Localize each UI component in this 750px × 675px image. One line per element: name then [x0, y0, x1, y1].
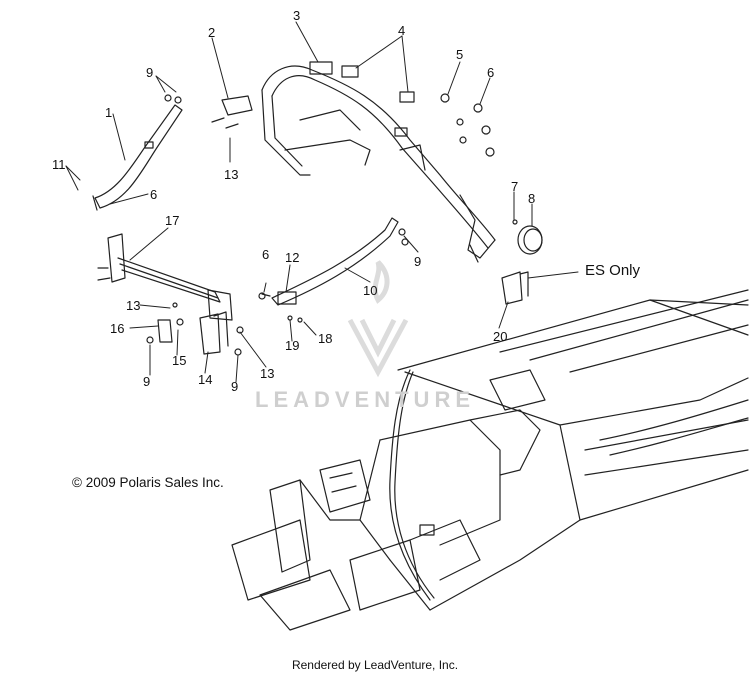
part-20-es-bracket: [501, 271, 529, 305]
callout-10: 10: [363, 283, 378, 298]
callout-9-right: 9: [414, 254, 422, 269]
callout-19: 19: [285, 338, 300, 353]
part-17-cross-bracket: [97, 233, 233, 321]
callout-17: 17: [165, 213, 180, 228]
callout-14: 14: [198, 372, 213, 387]
chassis-tunnel: [231, 289, 749, 631]
es-only-label: ES Only: [585, 262, 641, 279]
callout-8-label: 8: [528, 191, 536, 206]
leadventure-logo-watermark: [347, 260, 409, 378]
callout-13-right: 13: [260, 366, 275, 381]
parts-14-16-brackets: [146, 302, 244, 356]
callout-11: 11: [52, 157, 66, 172]
callout-6-top: 6: [487, 65, 495, 80]
part-8-cap: [512, 219, 543, 255]
callout-15: 15: [172, 353, 187, 368]
callout-1: 1: [105, 105, 113, 120]
callout-5: 5: [456, 47, 464, 62]
callout-4: 4: [398, 23, 406, 38]
leader-lines: [65, 21, 579, 383]
callout-20: 20: [493, 329, 508, 344]
callout-6-mid: 6: [262, 247, 270, 262]
part-3-upper-frame: [261, 61, 496, 263]
callout-18: 18: [318, 331, 333, 346]
callout-12: 12: [285, 250, 300, 265]
callout-9-bottom: 9: [231, 379, 239, 394]
rendered-by-footer: Rendered by LeadVenture, Inc.: [291, 658, 459, 672]
copyright-notice: © 2009 Polaris Sales Inc.: [72, 475, 224, 490]
hardware-5-6: [440, 93, 495, 157]
watermark-text: LEADVENTURE: [255, 387, 476, 412]
callout-9-top: 9: [146, 65, 154, 80]
part-4-pads: [341, 65, 415, 103]
callout-2: 2: [208, 25, 216, 40]
callout-13-top: 13: [224, 167, 239, 182]
part-1-support-tube: [92, 94, 183, 211]
callout-3: 3: [293, 8, 301, 23]
callout-6-left: 6: [150, 187, 158, 202]
callout-16: 16: [110, 321, 125, 336]
callout-13-left: 13: [126, 298, 141, 313]
callout-7: 7: [511, 179, 519, 194]
callout-9-left: 9: [143, 374, 151, 389]
part-2-bracket: [211, 95, 253, 129]
